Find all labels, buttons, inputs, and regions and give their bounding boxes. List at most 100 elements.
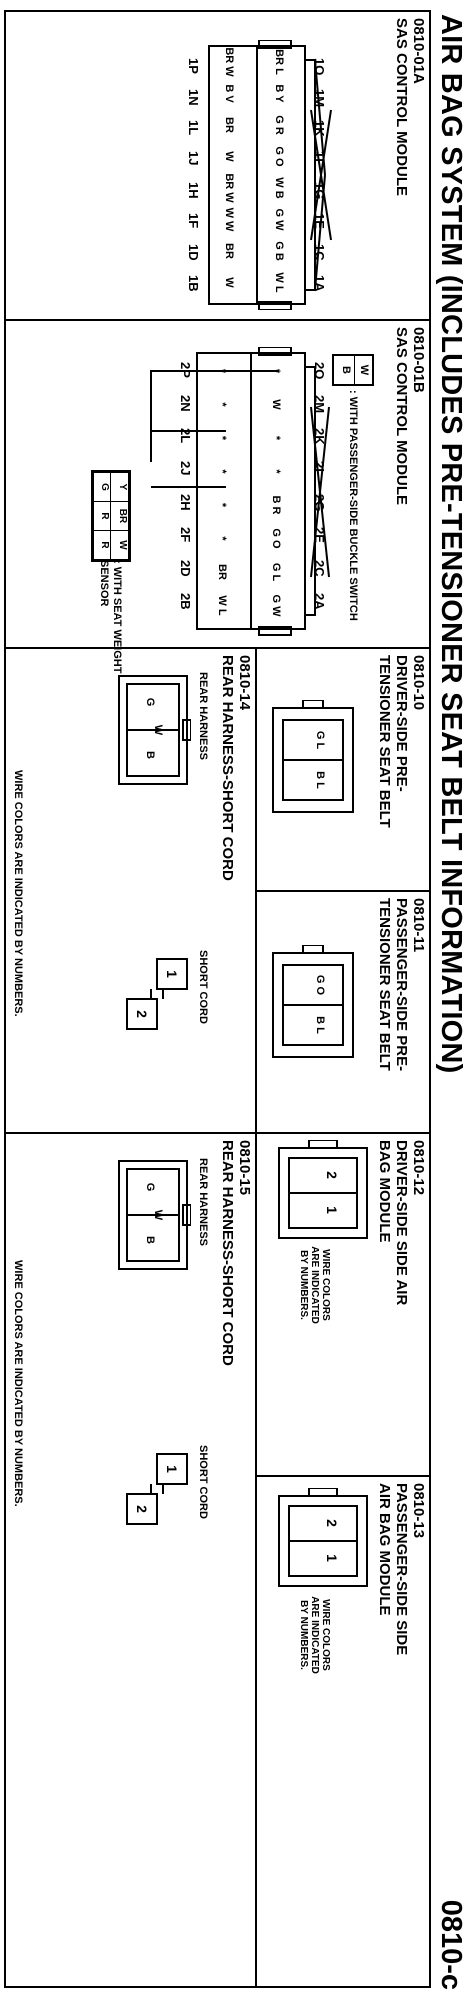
connector-01b-top-cell-3: *: [270, 436, 282, 441]
panel-11-title: 0810-11 PASSENGER-SIDE PRE- TENSIONER SE…: [376, 898, 427, 1071]
connector-11: G O B L: [272, 945, 354, 1058]
panel-12-code: 0810-12: [410, 1140, 427, 1196]
frame-right: [4, 1986, 431, 1988]
connector-01b-top-cell-6: G O: [270, 528, 282, 549]
panel-13-title: 0810-13 PASSENGER-SIDE SIDE AIR BAG MODU…: [376, 1483, 427, 1655]
connector-15-short-1: 1: [164, 1465, 180, 1473]
panel-11-code: 0810-11: [410, 898, 427, 953]
connector-01b-top-pin-2m: 2M: [312, 395, 327, 414]
connector-01b-top-pin-2o: 2O: [312, 362, 327, 380]
connector-01a-top-cell-2: B Y: [273, 84, 285, 103]
panel-10-title: 0810-10 DRIVER-SIDE PRE- TENSIONER SEAT …: [376, 655, 427, 828]
panel-13-code: 0810-13: [410, 1483, 427, 1539]
connector-01a-bottom-cell-4: W: [223, 151, 235, 162]
connector-01a-bottom-cell-1: BR W: [223, 47, 235, 77]
connector-01b-bottom-pin-2n: 2N: [178, 395, 193, 412]
panel-12-note: WIRE COLORS ARE INDICATED BY NUMBERS.: [298, 1246, 331, 1324]
frame-bottom: [4, 10, 6, 1988]
divider-h-right: [255, 647, 257, 1988]
connector-01b-top-cell-7: G L: [270, 563, 282, 582]
connector-01b-bottom-pin-2b: 2B: [178, 593, 193, 610]
connector-01b-bottom-cell-2: *: [216, 402, 228, 407]
weight-r1: R: [94, 502, 110, 531]
connector-12-cell-2: 1: [324, 1206, 340, 1214]
connector-01b-bottom-cell-6: *: [216, 536, 228, 541]
panel-01b-code: 0810-01B: [410, 327, 427, 393]
connector-01b-top-cell-4: *: [270, 469, 282, 474]
panel-15-code: 0810-15: [236, 1140, 253, 1196]
connector-11-cell-1: G O: [314, 975, 326, 996]
connector-01b-bottom-cell-3: *: [216, 436, 228, 441]
connector-14-short-1: 1: [164, 970, 180, 978]
panel-15-short-label: SHORT CORD: [197, 1445, 209, 1519]
panel-01b-name: SAS CONTROL MODULE: [393, 327, 410, 506]
connector-01a-bottom-pin-1j: 1J: [186, 151, 201, 166]
panel-12-name-1: DRIVER-SIDE SIDE AIR: [393, 1140, 410, 1306]
connector-14-cell-g: G: [144, 698, 156, 707]
connector-01b-top-pin-2e: 2E: [312, 527, 327, 543]
connector-11-cell-2: B L: [314, 1016, 326, 1034]
connector-13: 2 1: [278, 1488, 368, 1587]
connector-01a-top-pin-1c: 1C: [312, 244, 327, 261]
connector-01b-bottom-cell-7: BR: [216, 564, 228, 580]
panel-14-footer: WIRE COLORS ARE INDICATED BY NUMBERS.: [12, 770, 24, 1017]
panel-14-title: 0810-14 REAR HARNESS-SHORT CORD: [219, 655, 253, 881]
connector-01a-top-pin-1i: 1I: [312, 151, 327, 162]
page-code: 0810-c: [435, 1899, 467, 1990]
connector-14-short: 1 2: [126, 958, 188, 1030]
connector-01b-bottom-cell-4: *: [216, 469, 228, 474]
panel-15-footer: WIRE COLORS ARE INDICATED BY NUMBERS.: [12, 1260, 24, 1507]
panel-11-name-2: TENSIONER SEAT BELT: [376, 898, 393, 1071]
connector-15-cell-w: W: [152, 1210, 164, 1221]
weight-y: Y: [111, 473, 128, 502]
connector-01a-bottom-pin-1n: 1N: [186, 89, 201, 106]
seat-weight-note: : WITH SEAT WEIGHT SENSOR: [97, 560, 123, 673]
connector-10-cell-1: G L: [314, 731, 326, 750]
buckle-switch-box: W B: [332, 354, 374, 386]
connector-01a-top-cell-7: G B: [273, 241, 285, 261]
connector-13-cell-2: 1: [324, 1554, 340, 1562]
connector-01b-top-pin-2c: 2C: [312, 560, 327, 577]
connector-10: G L B L: [272, 700, 354, 813]
connector-01b-bottom-pin-2f: 2F: [178, 527, 193, 543]
panel-12-title: 0810-12 DRIVER-SIDE SIDE AIR BAG MODULE: [376, 1140, 427, 1305]
connector-12-cell-1: 2: [324, 1171, 340, 1179]
connector-13-cell-1: 2: [324, 1519, 340, 1527]
panel-15-name: REAR HARNESS-SHORT CORD: [219, 1140, 236, 1366]
connector-14-short-2: 2: [134, 1010, 150, 1018]
connector-01a-top-cell-6: G W: [273, 209, 285, 232]
panel-15-title: 0810-15 REAR HARNESS-SHORT CORD: [219, 1140, 253, 1366]
connector-01a-bottom-pin-1l: 1L: [186, 120, 201, 136]
connector-01a-top-cell-1: BR L: [273, 49, 285, 75]
connector-10-cell-2: B L: [314, 771, 326, 789]
divider-2: [4, 647, 431, 649]
divider-1: [4, 319, 431, 321]
panel-11-name-1: PASSENGER-SIDE PRE-: [393, 898, 410, 1072]
connector-01b-top-cell-5: B R: [270, 496, 282, 515]
connector-01a-bottom-pin-1f: 1F: [186, 213, 201, 229]
connector-01b-top-cell-1: *: [270, 369, 282, 374]
connector-01a-top-pin-1e: 1E: [312, 213, 327, 229]
panel-10-name-1: DRIVER-SIDE PRE-: [393, 655, 410, 792]
panel-01a-name: SAS CONTROL MODULE: [393, 18, 410, 197]
connector-01b-top-pin-2k: 2K: [312, 428, 327, 445]
panel-10-name-2: TENSIONER SEAT BELT: [376, 655, 393, 828]
connector-01a-top-cell-5: W B: [273, 177, 285, 198]
buckle-switch-note: : WITH PASSENGER-SIDE BUCKLE SWITCH: [347, 390, 359, 621]
connector-01a-top-cell-3: G R: [273, 115, 285, 135]
weight-g: G: [94, 473, 110, 502]
connector-01a-top-cell-4: G O: [273, 146, 285, 167]
frame-top: [429, 10, 431, 1988]
connector-01b-bottom-cell-1: *: [216, 369, 228, 374]
buckle-switch-w: W: [358, 364, 370, 376]
connector-01a-bottom-cell-8: W: [223, 277, 235, 288]
connector-01b-bottom-pin-2h: 2H: [178, 494, 193, 511]
connector-14-cell-b: B: [144, 751, 156, 759]
panel-14-short-label: SHORT CORD: [197, 950, 209, 1024]
connector-12: 2 1: [278, 1140, 368, 1239]
connector-01a-bottom-pin-1h: 1H: [186, 182, 201, 199]
connector-01a-top-pin-1k: 1K: [312, 120, 327, 137]
panel-15-rear-label: REAR HARNESS: [197, 1158, 209, 1247]
